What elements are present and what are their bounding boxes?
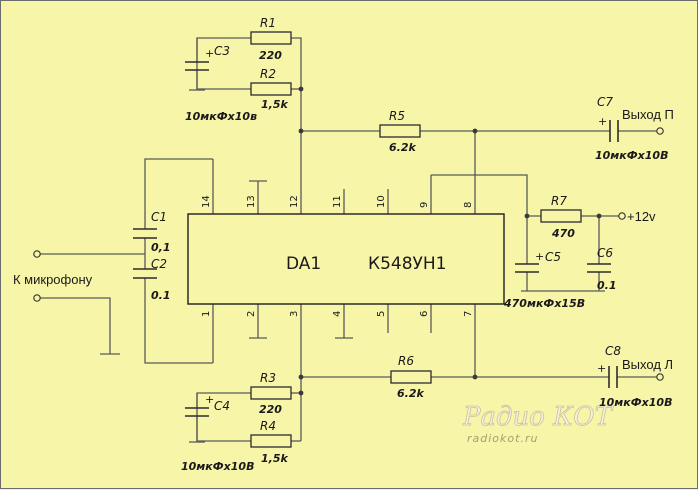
r3-ref: R3 bbox=[260, 371, 276, 385]
capacitor-c2 bbox=[133, 268, 157, 279]
c3-value: 10мкФх10в bbox=[185, 110, 257, 123]
out-right-label: Выход П bbox=[622, 107, 674, 122]
r6-value: 6.2k bbox=[397, 387, 424, 400]
capacitor-c3 bbox=[185, 61, 209, 71]
r5-value: 6.2k bbox=[389, 141, 416, 154]
c4-plus: + bbox=[205, 393, 214, 406]
pin-12-label: 12 bbox=[289, 195, 300, 208]
mic-terminal-bottom bbox=[33, 294, 41, 302]
c2-value: 0.1 bbox=[151, 289, 171, 302]
c5-ref: C5 bbox=[545, 250, 561, 264]
resistor-r4 bbox=[250, 434, 292, 448]
c4-ref: C4 bbox=[214, 399, 230, 413]
pin-9-label: 9 bbox=[419, 202, 430, 208]
capacitor-c1 bbox=[133, 228, 157, 239]
supply-terminal bbox=[618, 212, 626, 220]
capacitor-c7 bbox=[609, 120, 619, 142]
watermark-logo: Радио КОТ bbox=[462, 402, 614, 432]
capacitor-c5 bbox=[515, 263, 539, 273]
r4-ref: R4 bbox=[260, 419, 276, 433]
c8-plus: + bbox=[597, 362, 606, 375]
chip-part: К548УН1 bbox=[368, 254, 446, 274]
c6-ref: C6 bbox=[597, 246, 613, 260]
resistor-r7 bbox=[540, 209, 582, 223]
pin-14-label: 14 bbox=[201, 195, 212, 208]
pin-10-label: 10 bbox=[376, 195, 387, 208]
resistor-r5 bbox=[379, 124, 421, 138]
resistor-r2 bbox=[250, 82, 292, 96]
capacitor-c4 bbox=[185, 407, 209, 417]
out-left-label: Выход Л bbox=[622, 357, 673, 372]
c7-value: 10мкФх10В bbox=[595, 149, 668, 162]
pin-3-label: 3 bbox=[289, 311, 300, 317]
out-right-terminal bbox=[656, 127, 664, 135]
c2-ref: C2 bbox=[151, 257, 167, 271]
r2-value: 1,5k bbox=[261, 98, 288, 111]
r1-ref: R1 bbox=[260, 16, 276, 30]
pin-4-label: 4 bbox=[332, 311, 343, 317]
chip-da1 bbox=[187, 213, 505, 305]
r5-ref: R5 bbox=[389, 109, 405, 123]
pin-6-label: 6 bbox=[419, 311, 430, 317]
r6-ref: R6 bbox=[398, 354, 414, 368]
r2-ref: R2 bbox=[260, 67, 276, 81]
c3-plus: + bbox=[205, 47, 214, 60]
c8-ref: C8 bbox=[605, 344, 621, 358]
c7-ref: C7 bbox=[597, 95, 613, 109]
resistor-r6 bbox=[390, 370, 432, 384]
c5-plus: + bbox=[535, 250, 544, 263]
mic-label: К микрофону bbox=[13, 272, 93, 287]
c7-plus: + bbox=[598, 115, 607, 128]
capacitor-c8 bbox=[608, 366, 618, 388]
r3-value: 220 bbox=[259, 403, 282, 416]
pin-1-label: 1 bbox=[201, 311, 212, 317]
pin-8-label: 8 bbox=[463, 202, 474, 208]
c5-value: 470мкФх15В bbox=[503, 297, 585, 310]
resistor-r3 bbox=[250, 386, 292, 400]
c6-value: 0.1 bbox=[597, 279, 617, 292]
pin-2-label: 2 bbox=[246, 311, 257, 317]
out-left-terminal bbox=[656, 373, 664, 381]
capacitor-c6 bbox=[587, 263, 611, 273]
chip-ref: DA1 bbox=[286, 254, 321, 274]
c1-value: 0,1 bbox=[151, 241, 171, 254]
r7-value: 470 bbox=[551, 227, 575, 240]
resistor-r1 bbox=[250, 31, 292, 45]
pin-13-label: 13 bbox=[246, 195, 257, 208]
c1-ref: C1 bbox=[151, 210, 167, 224]
c3-ref: C3 bbox=[214, 44, 230, 58]
r4-value: 1,5k bbox=[261, 452, 288, 465]
wires bbox=[40, 37, 657, 443]
watermark-site: radiokot.ru bbox=[467, 432, 538, 445]
mic-terminal-top bbox=[33, 250, 41, 258]
c8-value: 10мкФх10В bbox=[599, 396, 672, 409]
pin-5-label: 5 bbox=[376, 311, 387, 317]
c4-value: 10мкФх10В bbox=[181, 460, 254, 473]
junction-dots bbox=[298, 86, 602, 396]
r1-value: 220 bbox=[259, 49, 282, 62]
r7-ref: R7 bbox=[551, 194, 567, 208]
pin-7-label: 7 bbox=[463, 311, 474, 317]
supply-label: +12v bbox=[627, 209, 656, 224]
pin-11-label: 11 bbox=[332, 195, 343, 208]
